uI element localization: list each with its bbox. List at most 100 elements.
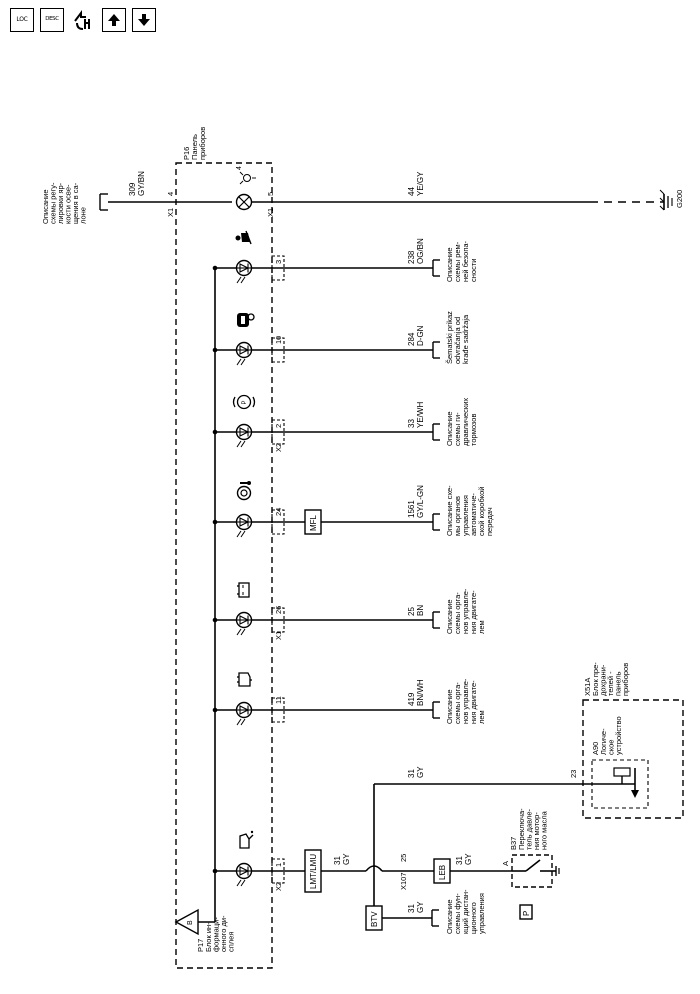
circuit-description: odvračanja od — [453, 317, 462, 364]
wire-color: YE/WH — [416, 402, 425, 428]
circuit-description: ния двигате- — [469, 590, 478, 634]
wire-color: YE/GY — [416, 171, 425, 196]
fuse-block-desc: Блок пре- — [591, 662, 600, 696]
desc-button[interactable]: DESC — [40, 8, 64, 32]
loc-button[interactable]: LOC — [10, 8, 34, 32]
oilcan — [239, 833, 250, 849]
btv-description: Описание — [445, 899, 454, 934]
battery-body — [238, 582, 250, 598]
indicator-led-icon — [235, 259, 253, 284]
btv-description: управления — [477, 893, 486, 934]
switch-desc: ния мотор- — [532, 812, 541, 850]
fuse-block-desc: телей - — [606, 671, 615, 696]
wire-num: 33 — [407, 419, 416, 428]
light-arrow — [236, 358, 242, 366]
switch-desc: тель давле- — [525, 808, 534, 850]
ground-label: G200 — [675, 190, 684, 208]
circuit-description: Описание — [445, 247, 454, 282]
pin-label: 11 — [274, 696, 283, 704]
light-arrow — [240, 276, 246, 284]
security-car-icon — [237, 313, 255, 327]
info-display-block-icon — [174, 908, 215, 936]
bulb-ray — [239, 171, 244, 176]
fuse-block-code: X51A — [583, 678, 592, 696]
circuit-description: ской коробкой — [477, 487, 486, 536]
pin-label: 5 — [266, 192, 275, 196]
pin-label: 3 — [274, 260, 283, 264]
brake-arc — [252, 396, 256, 408]
btv-description: кций дистан- — [461, 889, 470, 934]
info-code: P17 — [196, 939, 205, 952]
info-pin: B — [187, 920, 194, 925]
switch-tag-label: P — [522, 911, 531, 916]
light-arrow — [240, 358, 246, 366]
wire-color: BN — [416, 605, 425, 616]
logic-resistor — [613, 767, 631, 777]
gear-inner — [240, 489, 248, 497]
ground-hatch — [659, 197, 665, 203]
circuit-description: krađe sadržaja — [461, 314, 470, 364]
light-arrow — [236, 879, 242, 887]
light-arrow — [240, 718, 246, 726]
panel-name: приборов — [198, 127, 207, 160]
wire-color: GY — [416, 766, 425, 778]
circuit-description: Описание — [445, 411, 454, 446]
lamp-x — [238, 196, 250, 208]
circuit-description: тормозов — [469, 414, 478, 446]
switch-pin: A — [501, 861, 510, 866]
circuit-description: ния двигате- — [469, 680, 478, 724]
indicator-led-icon — [235, 701, 253, 726]
head — [235, 235, 241, 241]
circuit-description: передач — [485, 507, 494, 536]
circuit-description: сности — [469, 259, 478, 282]
logic-desc: Логиче- — [599, 728, 608, 755]
light-arrow — [240, 530, 246, 538]
logic-device-box — [591, 759, 649, 809]
circuit-description: Описание — [445, 599, 454, 634]
circuit-description: схемы орга- — [453, 682, 462, 724]
oil-pressure-icon — [239, 830, 254, 849]
circuit-description: дравлических — [461, 398, 470, 446]
engine-block — [238, 672, 251, 687]
connector-tool-icon[interactable] — [70, 8, 96, 32]
dimming-desc: лировки яр- — [56, 182, 65, 224]
info-desc: онного ди- — [219, 915, 228, 952]
wire-num: 284 — [407, 332, 416, 346]
light-arrow — [240, 628, 246, 636]
switch-desc: Переключа- — [517, 808, 526, 850]
logic-code: A90 — [591, 742, 600, 755]
switch-code: B37 — [509, 837, 518, 850]
switch-desc: ного масла — [540, 810, 549, 850]
dimming-desc: схемы регу- — [49, 182, 58, 224]
panel-name: Панель — [190, 134, 199, 160]
toolbar: LOC DESC — [10, 8, 156, 32]
btv-description: схемы фун- — [453, 893, 462, 934]
arrow-down-icon[interactable] — [132, 8, 156, 32]
circuit-description: Šematski prikaz — [445, 311, 454, 364]
arrow-up-icon[interactable] — [102, 8, 126, 32]
wire-num: 44 — [407, 187, 416, 196]
pin-label: 24 — [274, 508, 283, 516]
circuit-description: управления — [461, 495, 470, 536]
belt — [245, 230, 252, 245]
fuse-pin: 23 — [569, 770, 578, 778]
switch-contact — [525, 859, 541, 872]
bulb-number: 4 — [236, 166, 243, 170]
dimming-desc: лоне — [79, 207, 88, 224]
module-btv-label: BTV — [370, 911, 379, 927]
brake-arc — [232, 396, 236, 408]
brake-circle — [236, 394, 252, 410]
connector-label: X1 — [266, 208, 275, 217]
oil-drop — [250, 830, 254, 834]
wire-num: 31 — [407, 904, 416, 913]
info-desc: Блок ин- — [204, 922, 213, 952]
light-arrow — [236, 276, 242, 284]
logic-arrow — [631, 790, 639, 798]
ground-hatch — [659, 189, 665, 195]
module-lmt-lmu-label: LMT/LMU — [309, 854, 318, 889]
module-lmt-lmu: LMT/LMU — [304, 849, 322, 893]
gear-outer — [236, 485, 252, 501]
wire-num: 31 — [455, 856, 464, 865]
pin-label: 4 — [166, 192, 175, 196]
